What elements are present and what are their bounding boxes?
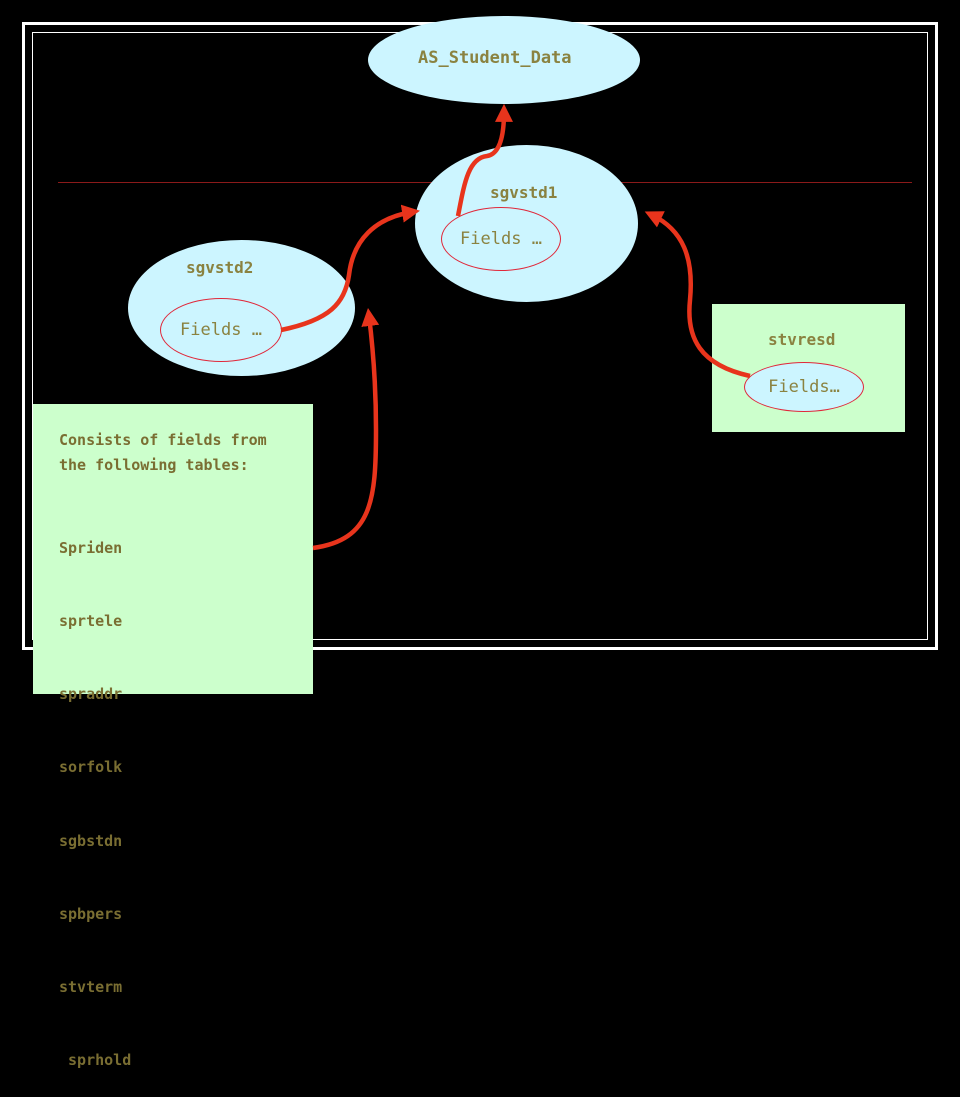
arrows-layer: [280, 103, 751, 551]
table-item: stvterm: [59, 978, 123, 997]
stvresd-fields: Fields…: [744, 362, 864, 412]
tables-box: [33, 404, 313, 694]
table-item: sorfolk: [59, 758, 123, 777]
sgvstd2-fields: Fields …: [160, 298, 282, 362]
table-item: Spriden: [59, 538, 123, 557]
arrow-sgvstd1-to-as-student-data: [455, 103, 513, 217]
arrow-stvresd-to-sgvstd1: [644, 211, 751, 379]
table-item: sprtele: [59, 612, 123, 631]
table-item: spbpers: [59, 904, 123, 923]
arrow-tables-to-sgvstd2: [312, 307, 380, 551]
arrow-sgvstd2-to-sgvstd1: [280, 204, 420, 333]
table-item: sprhold: [59, 1051, 132, 1070]
as-student-data-title: AS_Student_Data: [418, 48, 572, 68]
table-item: sgbstdn: [59, 831, 123, 850]
sgvstd2-title: sgvstd2: [186, 258, 254, 277]
sgvstd1-title: sgvstd1: [490, 183, 558, 202]
as-student-data-node: [368, 16, 640, 104]
stvresd-title: stvresd: [768, 330, 836, 349]
table-item: spraddr: [59, 685, 123, 704]
tables-description-line1: Consists of fields from: [59, 431, 267, 449]
tables-description-line2: the following tables:: [59, 456, 249, 474]
sgvstd1-fields: Fields …: [441, 207, 561, 271]
